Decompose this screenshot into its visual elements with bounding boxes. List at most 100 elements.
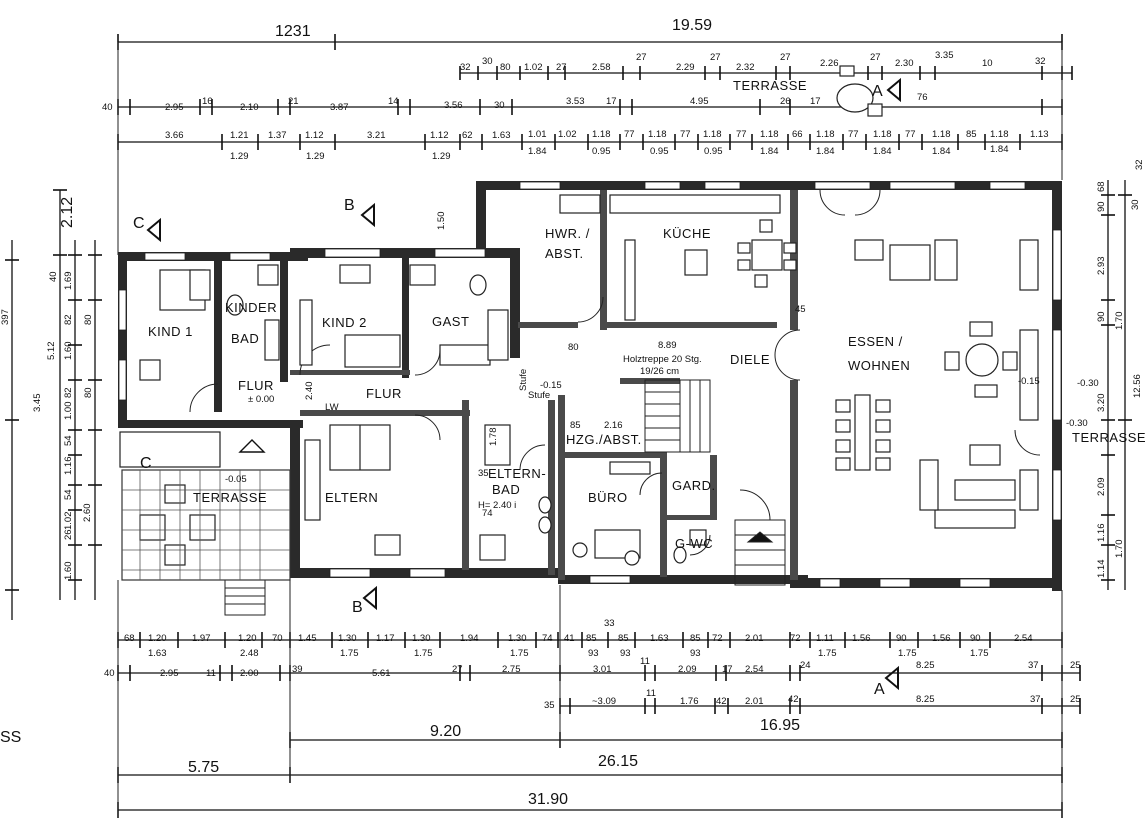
note-lvl-terr-right2: -0.30 [1077, 378, 1099, 389]
dim-r1-13: 2.30 [895, 58, 914, 69]
dim-left-11: 54 [63, 489, 74, 500]
dim-b2-12: 2.54 [745, 664, 764, 675]
dim-r2-8: 30 [494, 100, 505, 111]
dim-r3-18: 1.18 [816, 129, 835, 140]
note-d150: 1.50 [436, 212, 447, 231]
dim-right-1: 90 [1096, 201, 1107, 212]
label-ss: SS [0, 729, 21, 746]
dim-left-4: 82 [63, 314, 74, 325]
room-kind1: KIND 1 [148, 324, 193, 339]
dim-b2-13: 24 [800, 660, 811, 671]
dim-b1-19: 72 [790, 633, 801, 644]
dim-r3-20: 1.18 [873, 129, 892, 140]
dim-r3-5: 1.12 [430, 130, 449, 141]
note-d85: 85 [570, 420, 581, 431]
dim-right-10: 1.14 [1096, 560, 1107, 579]
dim-b1b-4: 1.75 [510, 648, 529, 659]
windows [118, 181, 1062, 588]
section-c-top: C [133, 215, 145, 232]
dim-left-9: 54 [63, 435, 74, 446]
dim-r2-11: 4.95 [690, 96, 709, 107]
dim-b1-8: 1.30 [412, 633, 431, 644]
dim-r3-25: 1.13 [1030, 129, 1049, 140]
left-dimensions: 2.12 1.69 40 5.12 82 1.60 82 3.45 1.00 5… [0, 189, 102, 620]
dim-b1b-3: 1.75 [414, 648, 433, 659]
note-height: H= 2.40 i [478, 500, 516, 511]
dim-r3-21: 77 [905, 129, 916, 140]
dim-r3b-2: 1.29 [432, 151, 451, 162]
dim-r3-22: 1.18 [932, 129, 951, 140]
dim-left-partial-2: 80 [83, 387, 94, 398]
dim-r3-23: 85 [966, 129, 977, 140]
dim-575: 5.75 [188, 759, 219, 776]
section-b-top: B [344, 197, 355, 214]
dim-b3-3: 1.76 [680, 696, 699, 707]
note-lw: LW [325, 402, 339, 413]
dim-b1b-2: 1.75 [340, 648, 359, 659]
room-hwr-2: ABST. [545, 246, 584, 261]
dim-right-11: 30 [1130, 199, 1141, 210]
dim-r3-3: 1.12 [305, 130, 324, 141]
dim-r1-7: 2.29 [676, 62, 695, 73]
dim-b3-8: 37 [1030, 694, 1041, 705]
dim-r1-2: 80 [500, 62, 511, 73]
dim-b3-6: 42 [788, 694, 799, 705]
room-elternbad-2: BAD [492, 482, 520, 497]
room-terrasse-left: TERRASSE [193, 490, 267, 505]
room-kind2: KIND 2 [322, 315, 367, 330]
bottom-dimensions: 68 1.20 1.97 1.20 70 1.45 1.30 1.17 1.30… [104, 580, 1081, 818]
dim-b2-5: 5.61 [372, 668, 391, 679]
room-hwr-1: HWR. / [545, 226, 590, 241]
note-d240: 2.40 [304, 382, 315, 401]
dim-b1-12: 41 [564, 633, 575, 644]
dim-b3-0: 35 [544, 700, 555, 711]
dim-r3-0: 3.66 [165, 130, 184, 141]
room-kueche: KÜCHE [663, 226, 711, 241]
note-stufe-1: Stufe [518, 369, 529, 391]
dim-right-8: 1.16 [1096, 524, 1107, 543]
dim-b1-9: 1.94 [460, 633, 479, 644]
dim-r3-1: 1.21 [230, 130, 249, 141]
dim-b2-10: 2.09 [678, 664, 697, 675]
dim-b1b-10: 1.75 [970, 648, 989, 659]
section-a-top: A [872, 83, 883, 100]
room-gard: GARD. [672, 478, 716, 493]
dim-left-212: 2.12 [59, 197, 76, 228]
dim-r1-10: 27 [780, 52, 791, 63]
dim-r2-0: 40 [102, 102, 113, 113]
note-d216: 2.16 [604, 420, 623, 431]
dim-left-10: 1.16 [63, 457, 74, 476]
dim-r1-12: 27 [870, 52, 881, 63]
dim-left-3: 5.12 [46, 342, 57, 361]
dim-right-9: 1.70 [1114, 540, 1125, 559]
dim-b1-3: 1.20 [238, 633, 257, 644]
room-diele: DIELE [730, 352, 770, 367]
dim-b1b-1: 2.48 [240, 648, 259, 659]
dim-b1b-0: 1.63 [148, 648, 167, 659]
dim-r3-9: 1.02 [558, 129, 577, 140]
dim-b1-23: 1.56 [932, 633, 951, 644]
dim-right-2: 2.93 [1096, 257, 1107, 276]
note-d35: 35 [478, 468, 489, 479]
dim-b1b-6: 93 [620, 648, 631, 659]
dim-920: 9.20 [430, 723, 461, 740]
dim-b3-9: 25 [1070, 694, 1081, 705]
staircase [224, 379, 786, 616]
dim-b1-22: 90 [896, 633, 907, 644]
dim-r2-2: 16 [202, 96, 213, 107]
dim-r1-6: 27 [636, 52, 647, 63]
dim-r3-2: 1.37 [268, 130, 287, 141]
room-kinderbad-1: KINDER [225, 300, 277, 315]
note-holztreppe: Holztreppe 20 Stg. [623, 354, 702, 365]
dim-r1-9: 2.32 [736, 62, 755, 73]
dim-r3b-7: 1.84 [760, 146, 779, 157]
doors [189, 189, 1041, 556]
dim-b1-24: 90 [970, 633, 981, 644]
dim-b3-4: 42 [716, 696, 727, 707]
dim-b3-1: ~3.09 [592, 696, 616, 707]
terrace-tiles-left [119, 431, 291, 581]
annotations: Holztreppe 20 Stg. 19/26 cm 8.89 Stufe S… [225, 212, 1099, 520]
dim-right-4: 1.70 [1114, 312, 1125, 331]
dim-r2-12: 26 [780, 96, 791, 107]
dim-r3b-8: 1.84 [816, 146, 835, 157]
